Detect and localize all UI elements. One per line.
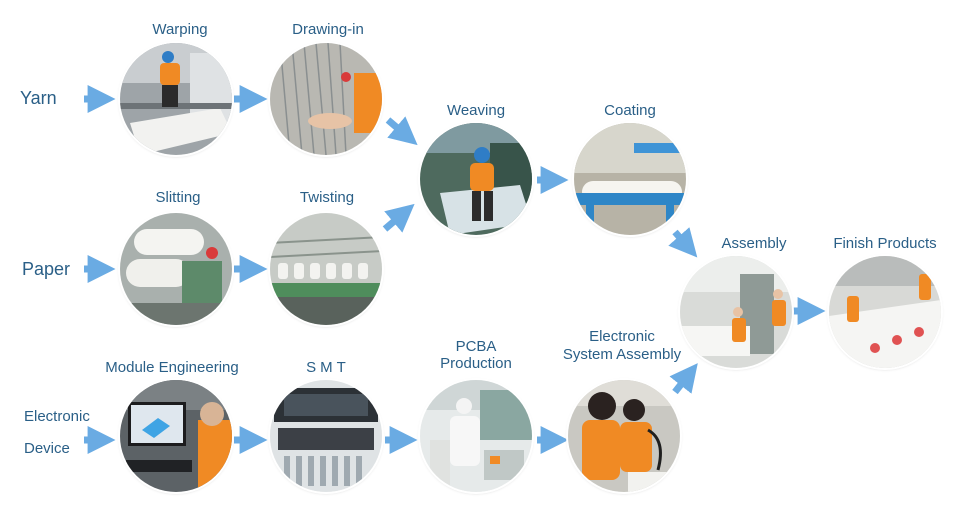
step-warping-label: Warping — [152, 21, 208, 38]
input-paper-label: Paper — [22, 259, 71, 279]
coating-photo — [574, 123, 686, 235]
arrow-esa-to-assembly — [669, 363, 698, 395]
input-yarn-label: Yarn — [20, 88, 57, 108]
step-esa-label-line2: System Assembly — [562, 346, 682, 363]
input-electronic-device-label-line1: Electronic — [24, 408, 90, 425]
warping-photo — [120, 43, 232, 155]
step-esa-label-line1: Electronic — [589, 328, 655, 345]
input-electronic-device-label-line2: Device — [24, 440, 70, 457]
step-module-engineering-label: Module Engineering — [105, 359, 239, 376]
electronic-system-assembly-photo — [568, 380, 680, 492]
arrow-drawing-in-to-weaving — [385, 116, 418, 146]
drawing-in-photo — [270, 43, 382, 155]
step-twisting-label: Twisting — [299, 189, 355, 206]
step-finish-products-label: Finish Products — [833, 235, 937, 252]
step-pcba-label-line2: Production — [440, 355, 512, 372]
pcba-production-photo — [420, 380, 532, 492]
step-weaving-label: Weaving — [446, 102, 506, 119]
weaving-photo — [420, 123, 532, 235]
arrow-coating-to-assembly — [668, 227, 698, 258]
step-assembly-label: Assembly — [721, 235, 787, 252]
slitting-photo — [120, 213, 232, 325]
step-pcba-label-line1: PCBA — [455, 338, 497, 355]
module-engineering-photo — [120, 380, 232, 492]
smt-photo — [270, 380, 382, 492]
assembly-photo — [680, 256, 792, 368]
finish-products-photo — [829, 256, 941, 368]
twisting-photo — [270, 213, 382, 325]
arrow-twisting-to-weaving — [382, 203, 415, 233]
step-drawing-in-label: Drawing-in — [292, 21, 364, 38]
step-smt-label: SMT — [306, 359, 350, 376]
step-slitting-label: Slitting — [155, 189, 201, 206]
step-coating-label: Coating — [604, 102, 656, 119]
